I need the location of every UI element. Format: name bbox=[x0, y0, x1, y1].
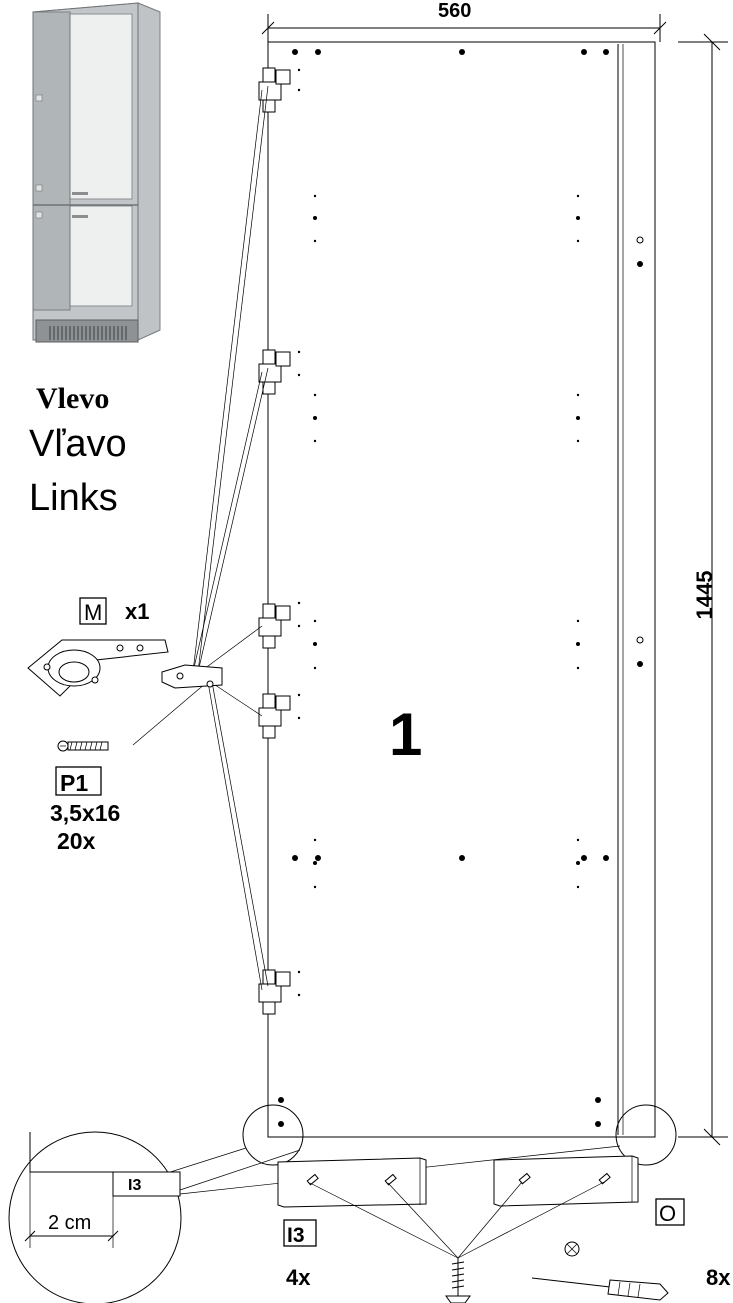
plinth-quantity: 4x bbox=[286, 1265, 311, 1290]
rail-part-code-box bbox=[655, 1198, 685, 1226]
height-dimension-label: 1445 bbox=[692, 571, 717, 620]
hinge-plate-icon bbox=[258, 349, 291, 395]
screw-leader-lines bbox=[309, 1181, 605, 1259]
height-dimension bbox=[678, 33, 728, 1146]
hinge-leader-lines bbox=[132, 85, 269, 991]
side-label-cs: Vlevo bbox=[36, 382, 109, 415]
side-label-de: Links bbox=[29, 477, 118, 519]
side-label-sk: Vľavo bbox=[29, 423, 127, 465]
hinge-part-code: M bbox=[84, 600, 102, 625]
side-holes bbox=[636, 236, 644, 667]
drill-bit-icon bbox=[306, 1172, 611, 1186]
hinge-quantity: x1 bbox=[125, 599, 149, 624]
hinge-plate-icon bbox=[258, 693, 291, 739]
width-dimension-label: 560 bbox=[438, 0, 471, 22]
plinth-block-icon bbox=[277, 1157, 427, 1208]
detail-circle bbox=[8, 1131, 182, 1303]
hinge-part-code-box bbox=[79, 597, 107, 625]
screwdriver-icon bbox=[531, 1277, 669, 1301]
screw-part-code-box bbox=[55, 766, 102, 796]
magnifier-circle-left bbox=[242, 1104, 304, 1166]
detail-part-code: I3 bbox=[128, 1177, 141, 1194]
panel-holes bbox=[278, 49, 609, 1127]
plinth-part-code: I3 bbox=[287, 1224, 305, 1247]
long-screw-icon bbox=[445, 1258, 471, 1303]
rail-quantity: 8x bbox=[706, 1265, 731, 1290]
detail-distance: 2 cm bbox=[48, 1212, 91, 1234]
plinth-block-icon bbox=[493, 1155, 639, 1207]
plinth-part-code-box bbox=[283, 1219, 317, 1247]
magnifier-circle-right bbox=[615, 1104, 677, 1166]
screw-icon bbox=[57, 740, 109, 752]
panel-number: 1 bbox=[389, 701, 422, 768]
hinge-plate-icon bbox=[258, 603, 291, 649]
screw-part-code: P1 bbox=[60, 770, 88, 796]
cabinet-preview-icon bbox=[32, 2, 161, 343]
rail-part-code: O bbox=[659, 1201, 676, 1226]
hinge-plate-icon bbox=[258, 969, 291, 1015]
side-panel bbox=[267, 41, 656, 1138]
width-dimension bbox=[261, 14, 667, 42]
screw-quantity: 20x bbox=[57, 828, 96, 854]
screw-head-icon bbox=[564, 1241, 580, 1257]
hinge-icon bbox=[27, 639, 223, 697]
screw-size: 3,5x16 bbox=[50, 800, 120, 826]
